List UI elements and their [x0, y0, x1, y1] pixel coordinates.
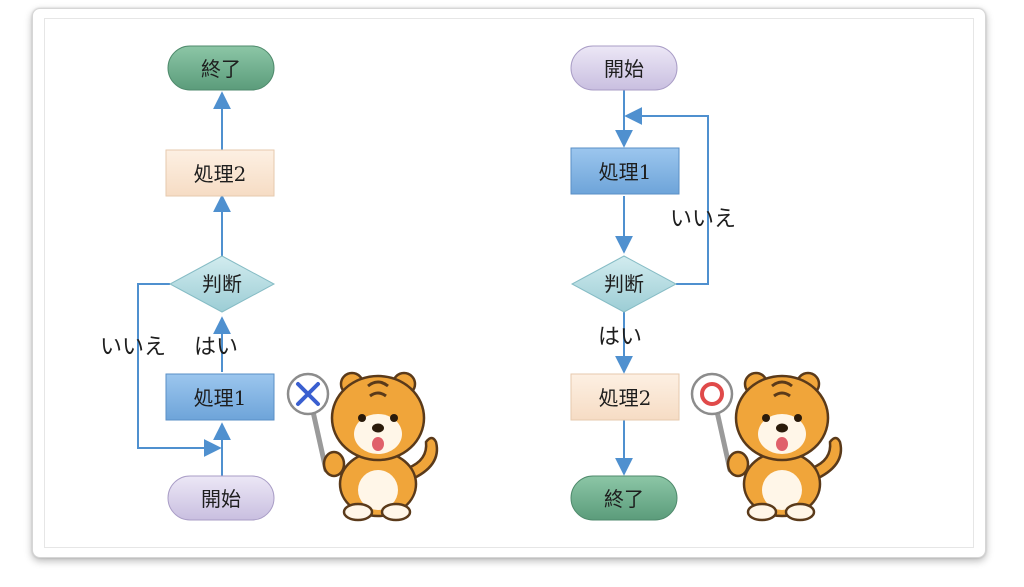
- left-decision-label: 判断: [202, 272, 242, 296]
- right-terminal-start-label: 開始: [604, 57, 644, 81]
- cross-mark-sign-icon: [286, 372, 330, 416]
- right-terminal-end: 終了: [570, 475, 678, 521]
- right-edge-yes-label: はい: [598, 325, 642, 350]
- left-terminal-end: 終了: [167, 45, 275, 91]
- right-terminal-end-label: 終了: [604, 487, 644, 511]
- tiger-mascot-cross: [286, 371, 439, 522]
- left-decision: 判断: [168, 255, 276, 313]
- left-terminal-start-label: 開始: [201, 487, 241, 511]
- circle-mark-sign-icon: [690, 372, 734, 416]
- right-process-1-label: 処理1: [599, 160, 652, 184]
- right-process-2-label: 処理2: [599, 386, 652, 410]
- left-process-1-label: 処理1: [194, 386, 247, 410]
- right-decision-label: 判断: [604, 272, 644, 296]
- right-decision: 判断: [570, 255, 678, 313]
- left-flowchart: 終了 処理2 判断 処理1 開始 いいえ はい: [100, 45, 276, 521]
- tiger-mascot-circle: [690, 371, 843, 522]
- right-terminal-start: 開始: [570, 45, 678, 91]
- left-process-2-label: 処理2: [194, 162, 247, 186]
- right-process-2: 処理2: [570, 373, 680, 421]
- right-edge-no-label: いいえ: [670, 207, 736, 232]
- left-edge-yes-label: はい: [194, 335, 238, 360]
- left-arrow-no-loop: [137, 283, 222, 457]
- left-edge-no-label: いいえ: [100, 335, 166, 360]
- right-arrow-no-loop: [624, 107, 709, 285]
- left-terminal-start: 開始: [167, 475, 275, 521]
- left-process-1: 処理1: [165, 373, 275, 421]
- right-flowchart: 開始 処理1 判断 処理2 終了 いいえ はい: [570, 45, 736, 521]
- left-process-2: 処理2: [165, 149, 275, 197]
- right-process-1: 処理1: [570, 147, 680, 195]
- left-terminal-end-label: 終了: [201, 57, 241, 81]
